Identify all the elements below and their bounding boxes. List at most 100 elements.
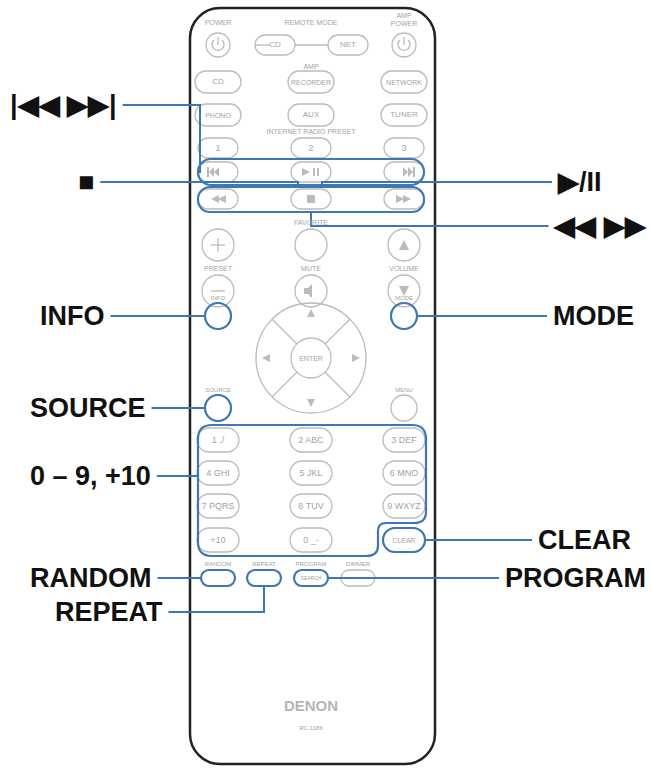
button-outline (256, 303, 366, 413)
button-label: CD (212, 78, 224, 86)
button-outline (247, 570, 281, 586)
button-outline (295, 275, 327, 307)
button-label: REPEAT (252, 561, 276, 567)
button-label: RC-1186 (299, 725, 323, 731)
button-label: 6 MNO (390, 469, 419, 478)
button-outline (197, 461, 239, 485)
button-label: TUNER (390, 111, 418, 119)
button-outline (388, 229, 420, 261)
button-label: PRESET (204, 265, 232, 272)
button-label: 2 ABC (298, 436, 324, 445)
leader-line (311, 212, 548, 226)
button-outline (195, 104, 241, 126)
leader-line (158, 577, 202, 579)
button-label: 7 PQRS (201, 502, 234, 511)
leader-line (157, 475, 198, 477)
button-outline (294, 570, 328, 586)
leader-line (100, 182, 298, 187)
button-icon (403, 195, 411, 203)
button-outline (294, 570, 328, 586)
button-label: CLEAR (392, 537, 415, 544)
button-icon (207, 167, 209, 177)
button-outline (195, 71, 241, 93)
button-outline (201, 570, 235, 586)
button-outline (384, 138, 424, 158)
button-label: +10 (210, 536, 225, 545)
button-label: 1 (215, 144, 220, 153)
callout-label: REPEAT (55, 599, 163, 626)
button-outline (206, 33, 230, 57)
button-outline (202, 229, 234, 261)
leader-line (123, 105, 200, 172)
button-outline (328, 35, 368, 55)
button-label: PHONO (205, 112, 231, 119)
button-outline (247, 570, 281, 586)
leader-line (417, 315, 547, 317)
button-icon (413, 167, 415, 177)
dpad-divider (325, 372, 350, 397)
mode-bracket (255, 44, 270, 45)
remote-buttons (195, 33, 427, 586)
button-outline (391, 303, 417, 329)
button-outline (383, 528, 425, 552)
button-label: DENON (284, 698, 338, 713)
power-icon (403, 37, 404, 45)
button-outline (205, 395, 231, 421)
callout-label: MODE (553, 303, 634, 330)
callout-label: SOURCE (30, 395, 146, 422)
leader-line (169, 586, 264, 612)
button-outline (295, 229, 327, 261)
button-outline (383, 461, 425, 485)
button-outline (290, 494, 332, 518)
leader-line (425, 539, 532, 541)
button-label: 0 _- (303, 536, 319, 545)
callout-label: CLEAR (538, 527, 631, 554)
button-label: REMOTE MODE (285, 19, 338, 26)
mode-bracket (295, 44, 328, 45)
button-outline (381, 71, 427, 93)
button-outline (197, 428, 239, 452)
button-icon (307, 399, 315, 407)
button-label: CD (269, 41, 281, 49)
button-outline (290, 528, 332, 552)
button-icon (217, 238, 218, 252)
button-label: 8 TUV (298, 502, 323, 511)
button-icon (403, 167, 408, 177)
button-label: VOLUME (389, 265, 419, 272)
button-highlight (198, 187, 424, 212)
button-label: MODE (395, 295, 413, 301)
button-outline (288, 71, 334, 93)
dpad-divider (272, 319, 297, 344)
button-label: INFO (211, 295, 225, 301)
callout-label: 0 – 9, +10 (30, 463, 151, 490)
button-label: 3 DEF (391, 436, 417, 445)
button-outline (291, 162, 331, 182)
button-outline (290, 428, 332, 452)
button-outline (290, 461, 332, 485)
button-label: AMP (303, 63, 318, 70)
button-outline (381, 104, 427, 126)
button-label: 4 GHI (206, 469, 230, 478)
button-icon (317, 168, 319, 176)
button-outline (197, 528, 239, 552)
button-outline (198, 162, 238, 182)
button-outline (198, 138, 238, 158)
button-outline (291, 189, 331, 209)
callout-label: |◀◀ ▶▶| (10, 92, 117, 119)
button-outline (384, 189, 424, 209)
button-icon (211, 195, 219, 203)
button-outline (383, 494, 425, 518)
button-label: AUX (303, 111, 319, 119)
button-outline (391, 303, 417, 329)
button-outline (291, 138, 331, 158)
button-label: 1 ./ (212, 436, 225, 445)
button-label: NET (340, 41, 356, 49)
button-outline (205, 303, 231, 329)
leader-lines (100, 105, 552, 612)
button-label: 3 (401, 144, 406, 153)
button-outline (255, 35, 295, 55)
leader-line (328, 577, 499, 579)
callout-label: RANDOM (30, 565, 152, 592)
leader-line (152, 407, 205, 409)
